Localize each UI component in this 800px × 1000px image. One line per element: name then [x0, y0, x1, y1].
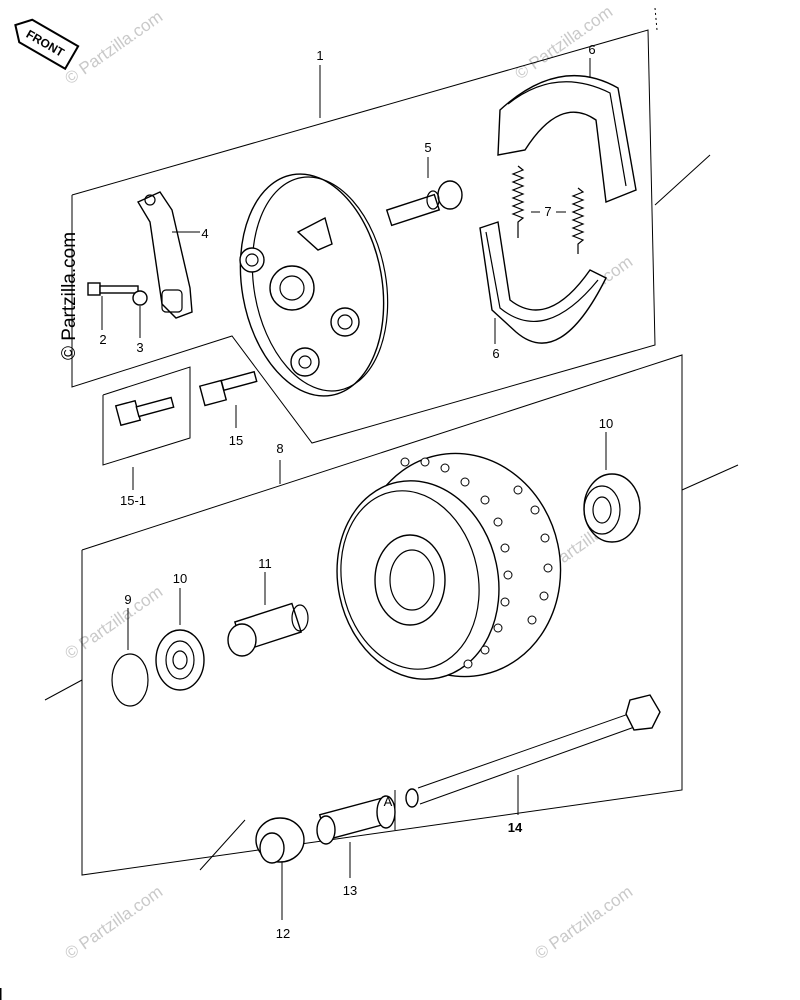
callout-8: 8: [276, 441, 283, 456]
watermark: © Partzilla.com: [511, 2, 616, 83]
hub-assembly-outline: [44, 354, 739, 876]
callout-13: 13: [343, 883, 357, 898]
circlip: [111, 608, 149, 707]
brake-panel-assembly-outline: [71, 29, 711, 444]
brake-shoe-lower: [479, 221, 607, 344]
callout-10-right: 10: [599, 416, 613, 431]
callout-1: 1: [316, 48, 323, 63]
callout-4: 4: [201, 226, 208, 241]
callout-3: 3: [136, 340, 143, 355]
callout-2: 2: [99, 332, 106, 347]
brake-panel-bolt: [198, 370, 258, 428]
callout-6-upper: 6: [588, 42, 595, 57]
callout-15-1: 15-1: [120, 493, 146, 508]
callout-10-left: 10: [173, 571, 187, 586]
wheel-hub: [336, 452, 562, 680]
brake-cam: [385, 157, 463, 227]
callout-14: 14: [508, 820, 523, 835]
brake-cam-lever: [136, 191, 200, 319]
hub-bearing-left: [155, 588, 205, 691]
crop-mark: [654, 7, 658, 31]
hub-collar-outer: [255, 817, 305, 920]
brake-shoe-springs: [511, 165, 585, 254]
axle-collar: [316, 790, 396, 878]
watermark: © Partzilla.com: [531, 882, 636, 963]
front-arrow-shape: [14, 18, 80, 71]
spoke-holes: [400, 457, 553, 669]
callout-9: 9: [124, 592, 131, 607]
watermark-vertical: © Partzilla.com: [59, 232, 80, 360]
callout-5: 5: [424, 140, 431, 155]
brake-shoe-upper: [497, 58, 637, 203]
brake-panel-bolt-alt: [102, 366, 191, 490]
watermark: © Partzilla.com: [61, 582, 166, 663]
callout-7: 7: [544, 204, 551, 219]
callout-12: 12: [276, 926, 290, 941]
front-direction-tag: FRONT: [14, 18, 80, 71]
hub-bearing-right: [583, 432, 641, 543]
lever-nut: [132, 290, 148, 338]
front-axle: [405, 694, 661, 815]
hub-spacer: [227, 572, 309, 657]
callout-11: 11: [258, 556, 272, 571]
callout-6-lower: 6: [492, 346, 499, 361]
callout-A: A: [384, 794, 393, 809]
watermark: © Partzilla.com: [61, 882, 166, 963]
callout-labels: 1 2 3 4 5 6 6 7 8 9 10 10 11 12 13 14 15…: [99, 42, 613, 941]
callout-15: 15: [229, 433, 243, 448]
brake-panel: [239, 173, 389, 397]
lever-bolt: [87, 282, 139, 330]
